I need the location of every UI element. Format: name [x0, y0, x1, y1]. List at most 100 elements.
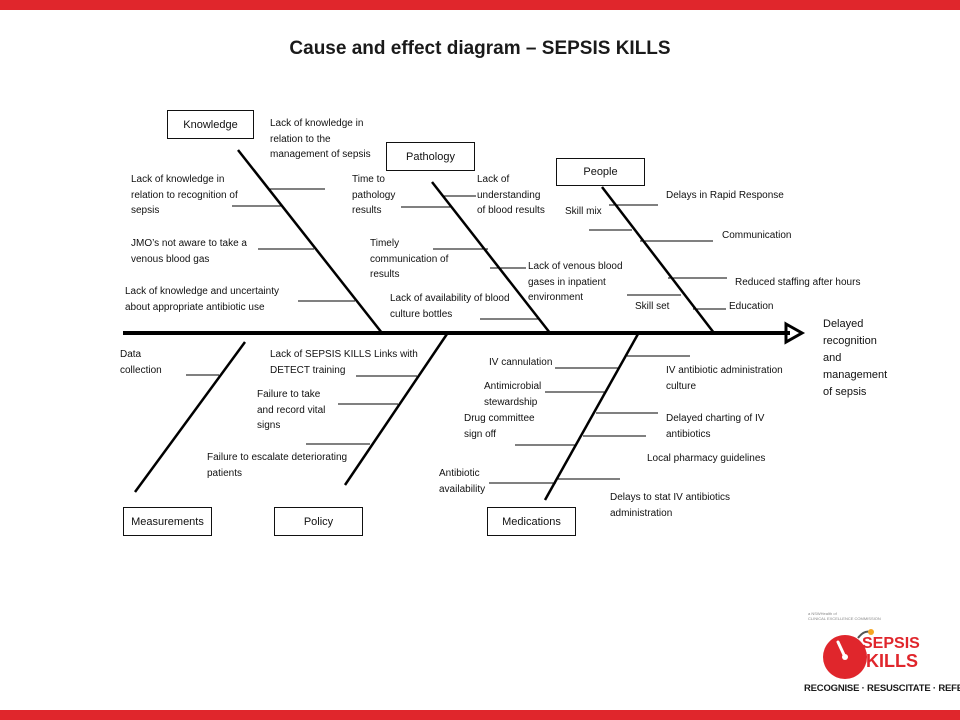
bottom-red-band [0, 710, 960, 720]
effect-line: of sepsis [823, 386, 867, 398]
logo-word-sepsis: SEPSIS [862, 635, 920, 652]
cause-pathology-1: Time to pathology results [352, 172, 395, 219]
cause-line: results [352, 205, 382, 216]
cause-line: environment [528, 292, 584, 303]
cause-pathology-4: Lack of venous blood gases in inpatient … [528, 259, 623, 306]
effect-line: recognition [823, 335, 877, 347]
cause-line: culture [666, 380, 697, 392]
cause-medications-5: Delayed charting of IV antibiotics [666, 411, 764, 442]
cause-line: Lack of knowledge in [131, 174, 225, 185]
cause-people-3: Communication [722, 228, 791, 244]
cause-line: Lack of availability of blood [390, 293, 510, 304]
cause-line: about appropriate antibiotic use [125, 301, 265, 313]
category-people: People [556, 158, 645, 186]
bone-medications [543, 333, 640, 501]
cause-line: availability [439, 483, 486, 495]
cause-medications-3: Antimicrobial stewardship [484, 379, 541, 410]
cause-line: Reduced staffing after hours [735, 277, 861, 288]
cause-line: Failure to take [257, 389, 321, 400]
cause-line: culture bottles [390, 308, 453, 320]
org-line: CLINICAL EXCELLENCE COMMISSION [808, 616, 881, 621]
cause-line: signs [257, 420, 281, 431]
cause-line: Failure to escalate deteriorating [207, 452, 348, 463]
cause-pathology-2: Lack of understanding of blood results [477, 172, 545, 219]
logo-clock-hub [842, 654, 848, 660]
cause-pathology-5: Lack of availability of blood culture bo… [390, 291, 510, 322]
page-title: Cause and effect diagram – SEPSIS KILLS [289, 38, 671, 59]
cause-line: Delays to stat IV antibiotics [610, 492, 731, 503]
sepsis-kills-logo-icon [823, 629, 874, 679]
cause-policy-3: Failure to escalate deteriorating patien… [207, 450, 347, 481]
cause-line: venous blood gas [131, 253, 210, 265]
cause-people-4: Reduced staffing after hours [735, 275, 860, 291]
cause-line: Skill set [635, 301, 670, 312]
bone-measurements [133, 341, 247, 493]
cause-line: sepsis [131, 205, 160, 216]
category-pathology: Pathology [386, 142, 475, 171]
cause-line: sign off [464, 428, 497, 440]
cause-line: and record vital [257, 404, 326, 416]
cause-line: Timely [370, 238, 400, 249]
cause-knowledge-4: Lack of knowledge and uncertainty about … [125, 284, 279, 315]
cause-line: relation to the [270, 133, 331, 145]
cause-line: relation to recognition of [131, 189, 238, 201]
cause-line: Education [729, 301, 774, 312]
spine-arrowhead [784, 321, 806, 345]
cause-line: Delays in Rapid Response [666, 190, 784, 201]
effect-line: management [823, 369, 888, 381]
cause-policy-1: Lack of SEPSIS KILLS Links with DETECT t… [270, 347, 418, 378]
cause-people-6: Education [729, 299, 773, 315]
cause-knowledge-3: JMO’s not aware to take a venous blood g… [131, 236, 247, 267]
cause-line: Lack of [477, 174, 510, 185]
category-measurements: Measurements [123, 507, 212, 536]
cause-line: understanding [477, 189, 541, 201]
cause-line: Antimicrobial [484, 381, 542, 392]
cause-line: Delayed charting of IV [666, 413, 765, 424]
effect-label: Delayed recognition and management of se… [823, 316, 887, 401]
cause-medications-7: Antibiotic availability [439, 466, 485, 497]
category-knowledge: Knowledge [167, 110, 254, 139]
cause-line: Communication [722, 230, 792, 241]
cause-line: Lack of knowledge in [270, 118, 364, 129]
cause-line: Lack of knowledge and uncertainty [125, 286, 279, 297]
cause-line: JMO’s not aware to take a [131, 238, 247, 249]
cause-line: communication of [370, 253, 449, 265]
cause-line: administration [610, 507, 673, 519]
cause-line: Drug committee [464, 413, 535, 424]
cause-measurements-1: Data collection [120, 347, 162, 378]
logo-spark [868, 629, 874, 635]
cause-line: IV cannulation [489, 357, 553, 368]
cause-line: Lack of SEPSIS KILLS Links with [270, 349, 418, 360]
org-line: a NSWHealth of [808, 611, 837, 616]
cause-knowledge-2: Lack of knowledge in relation to recogni… [131, 172, 238, 219]
effect-line: and [823, 352, 842, 364]
cause-people-5: Skill set [635, 299, 669, 315]
cause-line: gases in inpatient [528, 276, 606, 288]
cause-medications-1: IV cannulation [489, 355, 552, 371]
cause-line: Lack of venous blood [528, 261, 623, 272]
cause-pathology-3: Timely communication of results [370, 236, 448, 283]
top-red-band [0, 0, 960, 10]
cause-knowledge-1: Lack of knowledge in relation to the man… [270, 116, 371, 163]
cause-line: Data [120, 349, 142, 360]
cause-line: collection [120, 364, 162, 376]
cause-line: Antibiotic [439, 468, 480, 479]
bone-policy [343, 333, 449, 486]
cause-line: Time to [352, 174, 385, 185]
cause-medications-4: Drug committee sign off [464, 411, 535, 442]
effect-line: Delayed [823, 318, 864, 330]
cause-line: stewardship [484, 396, 538, 408]
cause-line: antibiotics [666, 428, 711, 440]
cause-medications-2: IV antibiotic administration culture [666, 363, 783, 394]
category-medications: Medications [487, 507, 576, 536]
cause-line: IV antibiotic administration [666, 365, 783, 376]
cause-people-1: Delays in Rapid Response [666, 188, 784, 204]
cause-people-2: Skill mix [565, 204, 602, 220]
cause-line: DETECT training [270, 364, 346, 376]
cause-line: management of sepsis [270, 149, 371, 160]
cause-line: results [370, 269, 400, 280]
org-attribution: a NSWHealth of CLINICAL EXCELLENCE COMMI… [808, 611, 881, 621]
category-policy: Policy [274, 507, 363, 536]
cause-medications-8: Delays to stat IV antibiotics administra… [610, 490, 730, 521]
